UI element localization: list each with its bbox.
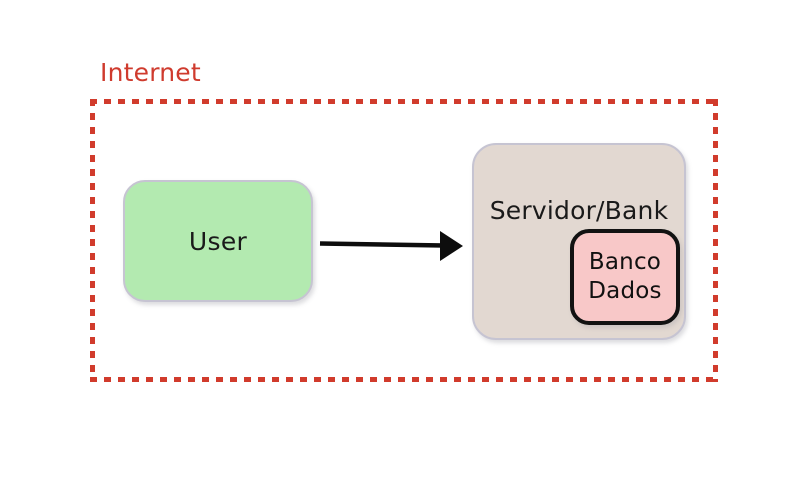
node-user[interactable]: User xyxy=(123,180,313,302)
node-server[interactable]: Servidor/Bank Banco Dados xyxy=(472,143,686,340)
node-database-label-line2: Dados xyxy=(588,278,662,304)
node-database[interactable]: Banco Dados xyxy=(570,229,680,325)
internet-zone-label: Internet xyxy=(100,58,201,87)
node-user-label: User xyxy=(188,226,248,256)
node-server-label: Servidor/Bank xyxy=(489,196,669,225)
node-database-label-line1: Banco xyxy=(588,249,662,275)
